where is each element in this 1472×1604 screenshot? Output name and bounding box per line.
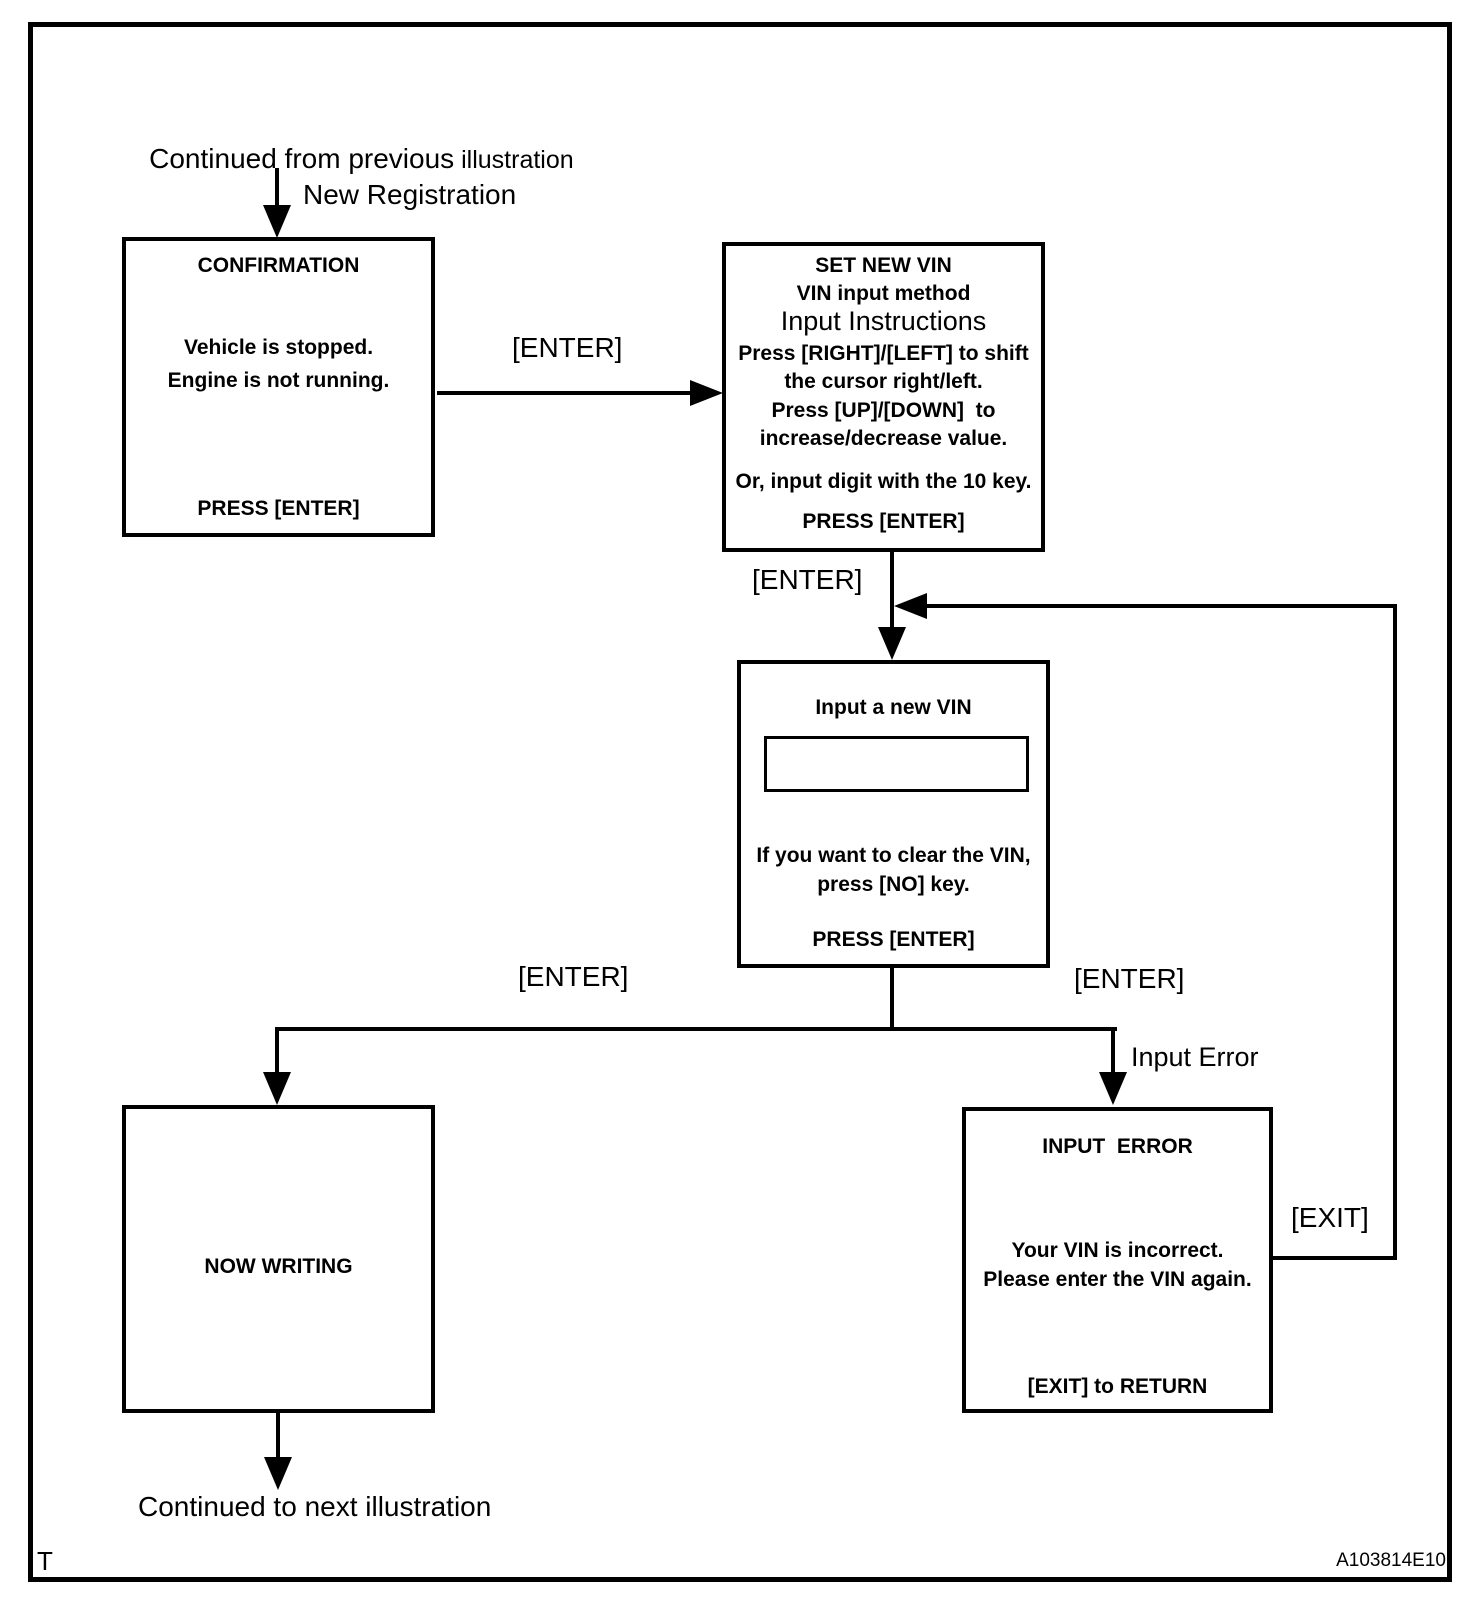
connector-line <box>890 550 894 628</box>
connector-entry-line <box>275 168 279 210</box>
set-new-vin-title: SET NEW VIN <box>815 254 952 277</box>
flow-box-now-writing: NOW WRITING <box>122 1105 435 1413</box>
set-new-vin-heading: Input Instructions <box>780 306 987 336</box>
enter-label-4: [ENTER] <box>1074 963 1185 994</box>
input-new-vin-line: press [NO] key. <box>817 873 970 896</box>
connector-line <box>437 391 692 395</box>
set-new-vin-line: Press [UP]/[DOWN] to <box>771 399 996 422</box>
set-new-vin-line: increase/decrease value. <box>759 427 1008 450</box>
continued-from-part2: illustration <box>454 146 574 174</box>
page-border <box>28 22 1452 1582</box>
input-new-vin-footer: PRESS [ENTER] <box>812 928 975 951</box>
connector-line <box>275 1027 279 1072</box>
new-registration-label: New Registration <box>303 179 517 210</box>
set-new-vin-line: Press [RIGHT]/[LEFT] to shift <box>738 342 1029 365</box>
arrow-down-icon <box>1099 1072 1127 1105</box>
connector-line <box>890 966 894 1031</box>
enter-label-2: [ENTER] <box>752 564 863 595</box>
continued-from-label: Continued from previous illustration <box>118 114 574 205</box>
exit-label: [EXIT] <box>1291 1202 1369 1233</box>
return-line-bottom <box>1271 1256 1397 1260</box>
set-new-vin-line: the cursor right/left. <box>784 370 983 393</box>
confirmation-footer: PRESS [ENTER] <box>197 497 360 520</box>
branch-line <box>275 1027 1117 1031</box>
input-error-line: Your VIN is incorrect. <box>1011 1239 1224 1262</box>
return-line-right <box>1393 604 1397 1260</box>
continued-to-label: Continued to next illustration <box>138 1491 492 1522</box>
flow-box-confirmation: CONFIRMATION Vehicle is stopped. Engine … <box>122 237 435 537</box>
enter-label-1: [ENTER] <box>512 332 623 363</box>
flow-box-set-new-vin: SET NEW VIN VIN input method Input Instr… <box>722 242 1045 552</box>
page-marker-t: T <box>37 1546 53 1576</box>
vin-input-field <box>764 736 1029 792</box>
input-new-vin-title: Input a new VIN <box>815 696 972 719</box>
input-error-footer: [EXIT] to RETURN <box>1027 1375 1208 1398</box>
enter-label-3: [ENTER] <box>518 961 629 992</box>
input-error-branch-label: Input Error <box>1131 1042 1259 1072</box>
set-new-vin-subtitle: VIN input method <box>796 282 971 305</box>
continued-from-part1: Continued from previous <box>149 143 455 174</box>
arrow-down-icon <box>263 205 291 238</box>
arrow-left-icon <box>894 593 927 619</box>
arrow-down-icon <box>264 1457 292 1490</box>
connector-line <box>276 1411 280 1458</box>
arrow-right-icon <box>690 380 723 406</box>
figure-code: A103814E10 <box>1336 1550 1446 1571</box>
confirmation-line: Engine is not running. <box>167 369 390 392</box>
arrow-down-icon <box>878 627 906 660</box>
now-writing-title: NOW WRITING <box>204 1255 353 1278</box>
confirmation-title: CONFIRMATION <box>197 254 360 277</box>
input-error-line: Please enter the VIN again. <box>983 1268 1252 1291</box>
set-new-vin-footer: PRESS [ENTER] <box>802 510 965 533</box>
confirmation-line: Vehicle is stopped. <box>183 336 374 359</box>
input-new-vin-line: If you want to clear the VIN, <box>756 844 1031 867</box>
input-error-title: INPUT ERROR <box>1042 1135 1193 1158</box>
flow-box-input-new-vin: Input a new VIN If you want to clear the… <box>737 660 1050 968</box>
connector-line <box>1111 1027 1115 1072</box>
return-line-top <box>927 604 1397 608</box>
arrow-down-icon <box>263 1072 291 1105</box>
set-new-vin-line: Or, input digit with the 10 key. <box>735 470 1032 493</box>
flow-box-input-error: INPUT ERROR Your VIN is incorrect. Pleas… <box>962 1107 1273 1413</box>
